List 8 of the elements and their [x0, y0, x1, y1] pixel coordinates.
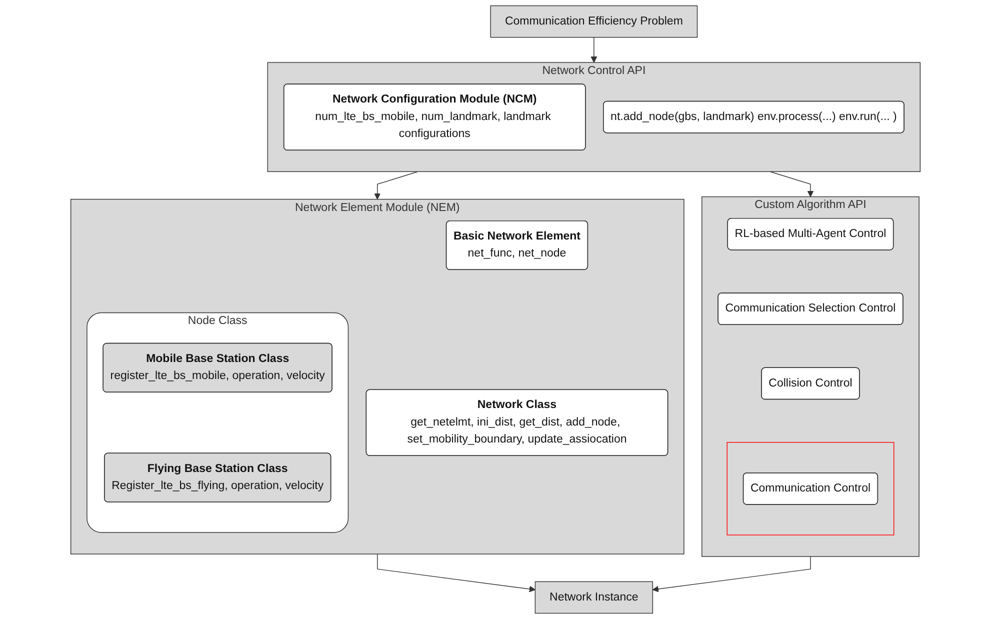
- arrow: [590, 36, 598, 63]
- cluster: [726, 442, 894, 536]
- node-box: Communication Efficiency Problem: [490, 5, 698, 38]
- arrow: [377, 554, 536, 592]
- arrow: [374, 171, 418, 200]
- arrow: [652, 556, 811, 592]
- arrow: [770, 171, 814, 198]
- node-box: Network Instance: [534, 581, 654, 614]
